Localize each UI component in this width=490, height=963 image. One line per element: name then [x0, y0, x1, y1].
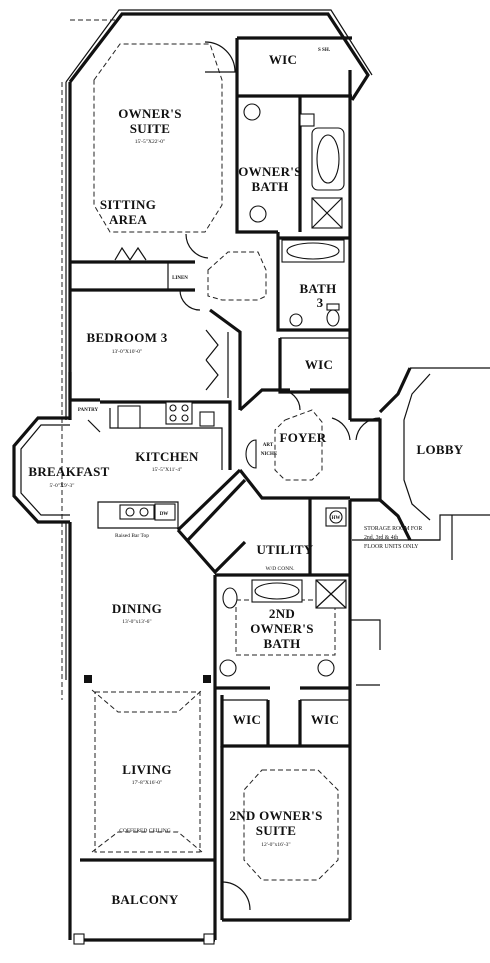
wic-right-label: WIC: [311, 712, 339, 727]
bath3-label-2: 3: [317, 295, 324, 310]
dining-label: DINING: [112, 601, 162, 616]
labels: OWNER'S SUITE 15'-5"X22'-0" SITTING AREA…: [28, 48, 463, 907]
bedroom3-dim: 13'-0"X10'-0": [112, 349, 143, 355]
owners-suite-label-2: SUITE: [130, 121, 171, 136]
owners-bath-label-1: OWNER'S: [238, 164, 302, 179]
second-bath-label-3: BATH: [263, 636, 300, 651]
art-niche-label-2: NICHE: [261, 452, 278, 457]
living-label: LIVING: [122, 762, 171, 777]
storage-label-3: FLOOR UNITS ONLY: [364, 544, 419, 550]
hw-label: HW: [332, 516, 341, 521]
fixtures: [87, 41, 381, 911]
storage-label-1: STORAGE ROOM FOR: [364, 526, 422, 532]
utility-label: UTILITY: [256, 542, 313, 557]
linen-label: LINEN: [172, 276, 188, 281]
second-suite-dim: 12'-0"x16'-3": [261, 842, 290, 848]
foyer-label: FOYER: [280, 430, 327, 445]
balcony-label: BALCONY: [111, 892, 178, 907]
wic-mid-label: WIC: [305, 357, 333, 372]
pantry-label: PANTRY: [78, 408, 99, 413]
owners-suite-label-1: OWNER'S: [118, 106, 182, 121]
sitting-area-label-1: SITTING: [100, 197, 156, 212]
art-niche-label-1: ART: [263, 443, 274, 448]
bath3-label-1: BATH: [299, 281, 336, 296]
walls: [12, 9, 490, 945]
dining-dim: 13'-0"x13'-6": [122, 619, 151, 625]
second-bath-label-2: OWNER'S: [250, 621, 314, 636]
sitting-area-label-2: AREA: [109, 212, 147, 227]
shelf-label: S SH.: [318, 48, 331, 53]
storage-label-2: 2nd, 3rd & 4th: [364, 535, 398, 541]
owners-suite-dim: 15'-5"X22'-0": [135, 139, 166, 145]
living-dim: 17'-8"X16'-0": [132, 780, 163, 786]
breakfast-label: BREAKFAST: [28, 464, 109, 479]
second-bath-label-1: 2ND: [269, 606, 295, 621]
wic-top-label: WIC: [269, 52, 297, 67]
breakfast-dim: 5'-0"X9'-3": [49, 483, 74, 489]
wic-left-label: WIC: [233, 712, 261, 727]
lobby-label: LOBBY: [416, 442, 463, 457]
dw-label: DW: [160, 512, 169, 517]
raised-bar-label: Raised Bar Top: [115, 533, 149, 539]
kitchen-label: KITCHEN: [135, 449, 199, 464]
second-suite-label-2: SUITE: [256, 823, 297, 838]
second-suite-label-1: 2ND OWNER'S: [229, 808, 322, 823]
wd-conn-label: W/D CONN.: [265, 566, 295, 572]
coffered-ceiling-label: COFFERED CEILING: [119, 828, 171, 834]
owners-bath-label-2: BATH: [251, 179, 288, 194]
bedroom3-label: BEDROOM 3: [86, 330, 167, 345]
kitchen-dim: 15'-5"X11'-4": [152, 467, 182, 473]
